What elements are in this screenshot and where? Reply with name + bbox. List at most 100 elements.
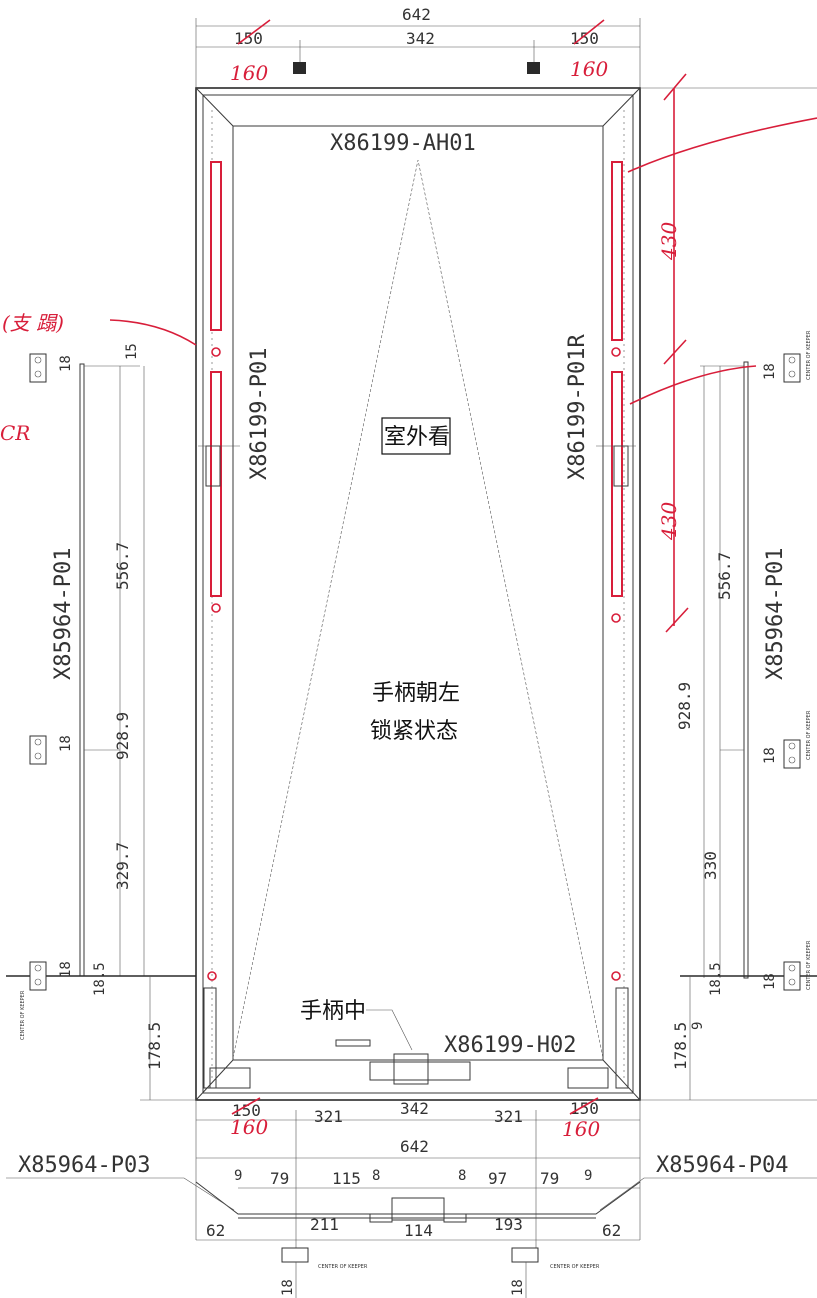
label-top-part: X86199-AH01 [330, 131, 476, 156]
bottom-center-keeper-label-2: CENTER OF KEEPER [550, 1264, 600, 1270]
left-dim-18c: 18 [58, 961, 74, 978]
right-dim-18a: 18 [762, 363, 778, 380]
bottom-dim-9b: 9 [584, 1168, 592, 1184]
right-center-keeper-label-3: CENTER OF KEEPER [806, 940, 812, 990]
markup-160-top-right: 160 [570, 57, 608, 81]
handwritten-430-lower: 430 [657, 502, 681, 541]
bottom-dim-overall642: 642 [400, 1137, 429, 1156]
label-bottom-left-part: X85964-P03 [18, 1153, 150, 1178]
bottom-dim-18a: 18 [280, 1279, 296, 1296]
bottom-dim-115: 115 [332, 1169, 361, 1188]
right-keeper-2 [783, 739, 801, 769]
bottom-dim-18b: 18 [510, 1279, 526, 1296]
bottom-dim-62b: 62 [602, 1221, 621, 1240]
right-center-keeper-label-1: CENTER OF KEEPER [806, 330, 812, 380]
red-hole-3 [211, 603, 221, 613]
handle-note-line1: 手柄朝左 [372, 681, 460, 706]
view-note-box [381, 417, 451, 455]
right-dim-556: 556.7 [715, 552, 734, 600]
right-keeper-1 [783, 353, 801, 383]
top-dim-right: 150 [570, 29, 599, 48]
label-bottom-right-part: X85964-P04 [656, 1153, 788, 1178]
red-hole-5 [207, 971, 217, 981]
bottom-dim-left321: 321 [314, 1107, 343, 1126]
bottom-dim-center342: 342 [400, 1099, 429, 1118]
bottom-dim-193: 193 [494, 1215, 523, 1234]
handle-note-line2: 锁紧状态 [370, 719, 458, 744]
bottom-dim-79b: 79 [540, 1169, 559, 1188]
bottom-dimensions [6, 1100, 817, 1298]
markup-160-top-left: 160 [230, 61, 268, 85]
left-dim-18b: 18 [58, 735, 74, 752]
left-keeper-3 [29, 961, 47, 991]
left-side-bar [6, 353, 196, 1101]
right-dim-178: 178.5 [671, 1022, 690, 1070]
left-dim-329: 329.7 [113, 842, 132, 890]
bottom-keeper-left [281, 1247, 309, 1263]
bottom-dim-9a: 9 [234, 1168, 242, 1184]
left-keeper-1 [29, 353, 47, 383]
top-keeper-right [527, 62, 540, 74]
red-hole-6 [611, 971, 621, 981]
bottom-gearbox [391, 1197, 445, 1221]
left-dim-18-5: 18.5 [92, 962, 108, 996]
right-dim-18-5: 18.5 [708, 962, 724, 996]
bottom-keeper-right [511, 1247, 539, 1263]
top-dim-left: 150 [234, 29, 263, 48]
right-side-bar [680, 353, 817, 1100]
label-left-part: X86199-P01 [247, 348, 272, 480]
right-dim-18b: 18 [762, 747, 778, 764]
label-right-part: X86199-P01R [565, 334, 590, 480]
handle-leader [366, 1009, 413, 1051]
right-dim-18c: 18 [762, 973, 778, 990]
bottom-dim-114: 114 [404, 1221, 433, 1240]
view-note: 室外看 [384, 425, 450, 450]
bottom-dim-right150: 150 [570, 1099, 599, 1118]
handwritten-cr: CR [0, 421, 30, 445]
left-dim-556: 556.7 [113, 542, 132, 590]
frame-hardware [198, 445, 636, 1089]
bottom-dim-211: 211 [310, 1215, 339, 1234]
left-note-leader [109, 319, 197, 346]
strip-right-upper [611, 161, 623, 341]
bottom-dim-8a: 8 [372, 1168, 380, 1184]
bottom-dim-8b: 8 [458, 1168, 466, 1184]
left-dim-928: 928.9 [113, 712, 132, 760]
right-dim-928: 928.9 [675, 682, 694, 730]
left-center-keeper-label: CENTER OF KEEPER [20, 990, 26, 1040]
bottom-dim-79a: 79 [270, 1169, 289, 1188]
label-right-side-part: X85964-P01 [763, 548, 788, 680]
left-dim-15: 15 [124, 343, 140, 360]
handle-gearbox [335, 1039, 471, 1085]
strike-bottom-right [569, 1097, 599, 1115]
right-keeper-3 [783, 961, 801, 991]
markup-160-bottom-left: 160 [230, 1115, 268, 1139]
left-dim-178: 178.5 [145, 1022, 164, 1070]
handwritten-430-upper: 430 [657, 222, 681, 261]
right-center-keeper-label-2: CENTER OF KEEPER [806, 710, 812, 760]
right-red-markup [627, 73, 817, 633]
red-hole-1 [211, 347, 221, 357]
red-strips [207, 161, 623, 981]
right-dim-9: 9 [690, 1022, 706, 1030]
bottom-dim-97: 97 [488, 1169, 507, 1188]
handwritten-left-note: (支 蹋) [2, 311, 64, 335]
strip-right-lower [611, 371, 623, 597]
strike-bottom-left [231, 1097, 261, 1115]
bottom-dim-left150: 150 [232, 1101, 261, 1120]
strip-left-lower [210, 371, 222, 597]
top-keeper-left [293, 62, 306, 74]
sash-frame [195, 87, 817, 1101]
top-dim-overall: 642 [402, 5, 431, 24]
strip-left-upper [210, 161, 222, 331]
bottom-dim-62a: 62 [206, 1221, 225, 1240]
right-dim-330: 330 [701, 851, 720, 880]
label-bottom-part: X86199-H02 [444, 1033, 576, 1058]
markup-160-bottom-right: 160 [562, 1117, 600, 1141]
strike-mark-left [237, 19, 271, 45]
bottom-dim-right321: 321 [494, 1107, 523, 1126]
bottom-center-keeper-label-1: CENTER OF KEEPER [318, 1264, 368, 1270]
top-dim-center: 342 [406, 29, 435, 48]
handle-center-label: 手柄中 [300, 999, 366, 1024]
